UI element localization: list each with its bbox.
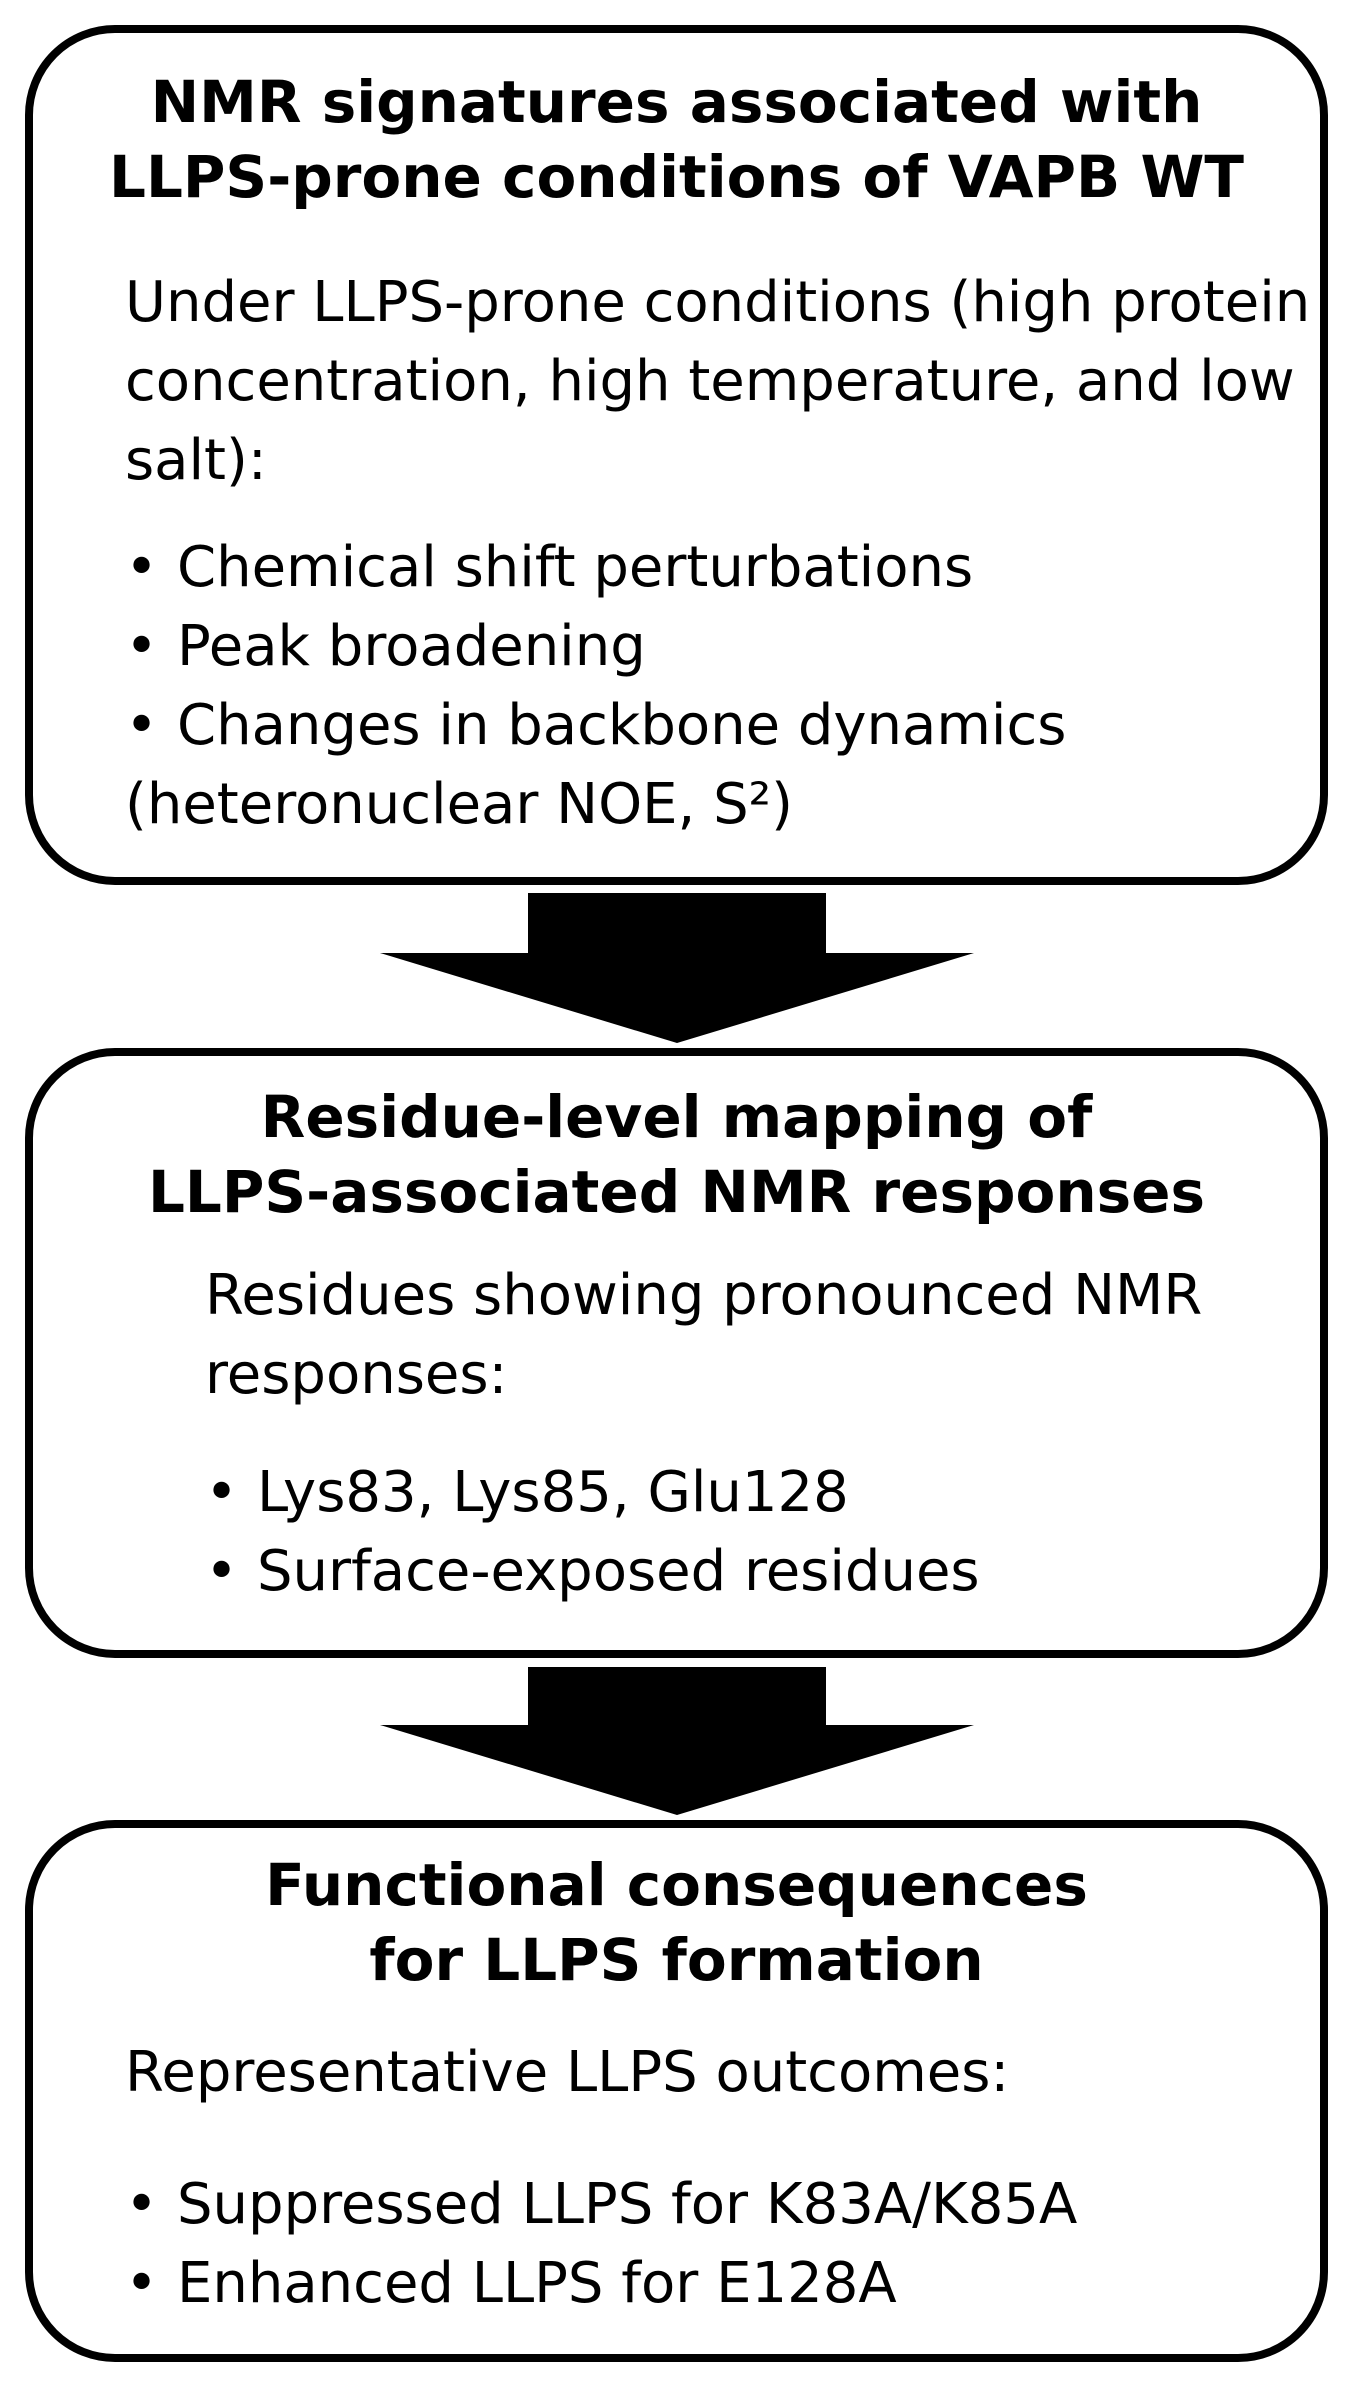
bullet-dot: • — [205, 1460, 239, 1525]
bullet-continuation: (heteronuclear NOE, S²) — [125, 772, 793, 837]
bullet-text: Enhanced LLPS for E128A — [177, 2251, 897, 2316]
bullet-item: • Enhanced LLPS for E128A — [125, 2244, 1077, 2323]
bullet-item: • Changes in backbone dynamics — [125, 686, 1066, 765]
bullet-text: Chemical shift perturbations — [177, 535, 974, 600]
down-arrow-icon — [380, 1667, 974, 1815]
bullet-item: • Surface-exposed residues — [205, 1532, 980, 1611]
box-title: Functional consequences for LLPS formati… — [33, 1848, 1320, 1998]
bullet-list: • Suppressed LLPS for K83A/K85A • Enhanced… — [125, 2165, 1077, 2323]
bullet-list: • Chemical shift perturbations • Peak broa… — [125, 528, 1066, 844]
bullet-text: Suppressed LLPS for K83A/K85A — [177, 2172, 1078, 2237]
bullet-text: Changes in backbone dynamics — [177, 693, 1067, 758]
box-title-line: Functional consequences — [265, 1851, 1088, 1919]
bullet-text: Peak broadening — [177, 614, 646, 679]
arrow-shape — [380, 893, 974, 1043]
bullet-text: Surface-exposed residues — [257, 1539, 980, 1604]
arrow-shape — [380, 1667, 974, 1815]
step-box-nmr-signatures: NMR signatures associated with LLPS-pron… — [25, 25, 1328, 885]
step-box-residue-mapping: Residue-level mapping of LLPS-associated… — [25, 1048, 1328, 1658]
box-title: NMR signatures associated with LLPS-pron… — [33, 65, 1320, 215]
bullet-dot: • — [125, 535, 159, 600]
box-title-line: LLPS-prone conditions of VAPB WT — [109, 143, 1244, 211]
bullet-item: • Peak broadening — [125, 607, 1066, 686]
box-title-line: for LLPS formation — [369, 1926, 984, 1994]
box-intro-text: Residues showing pronounced NMR response… — [205, 1263, 1203, 1407]
down-arrow-icon — [380, 893, 974, 1043]
box-intro-text: Under LLPS-prone conditions (high protei… — [125, 270, 1311, 493]
box-title-line: Residue-level mapping of — [260, 1083, 1093, 1151]
box-title: Residue-level mapping of LLPS-associated… — [33, 1080, 1320, 1230]
bullet-item: • Lys83, Lys85, Glu128 — [205, 1453, 980, 1532]
step-box-functional-consequences: Functional consequences for LLPS formati… — [25, 1820, 1328, 2362]
bullet-dot: • — [125, 614, 159, 679]
bullet-list: • Lys83, Lys85, Glu128 • Surface-exposed r… — [205, 1453, 980, 1611]
box-title-line: NMR signatures associated with — [150, 68, 1203, 136]
box-intro-text: Representative LLPS outcomes: — [125, 2040, 1010, 2105]
bullet-dot: • — [125, 2251, 159, 2316]
bullet-item: • Chemical shift perturbations — [125, 528, 1066, 607]
bullet-text: Lys83, Lys85, Glu128 — [257, 1460, 849, 1525]
bullet-item: • Suppressed LLPS for K83A/K85A — [125, 2165, 1077, 2244]
box-title-line: LLPS-associated NMR responses — [147, 1158, 1206, 1226]
bullet-dot: • — [125, 2172, 159, 2237]
bullet-dot: • — [205, 1539, 239, 1604]
bullet-dot: • — [125, 693, 159, 758]
